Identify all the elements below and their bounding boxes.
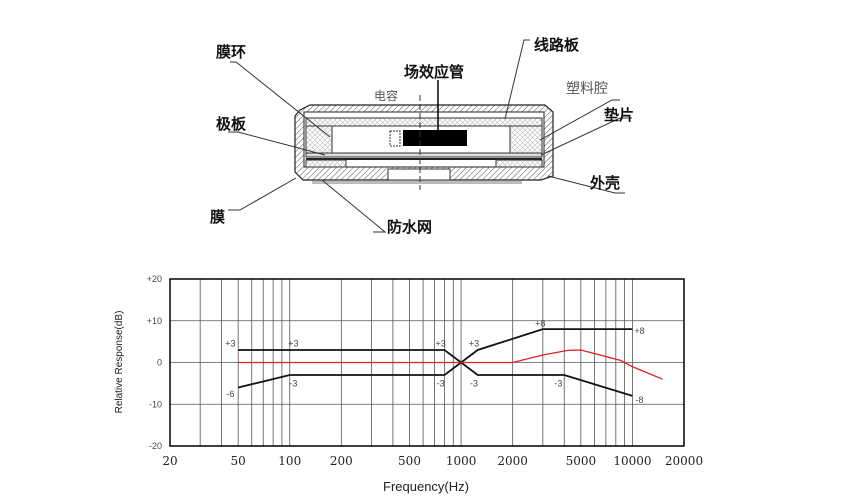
fet-shape (403, 130, 467, 146)
label-circuit-board: 线路板 (534, 36, 580, 54)
circuit-board-shape (305, 117, 543, 127)
membrane-shape (306, 158, 542, 160)
x-axis-label: Frequency(Hz) (383, 479, 469, 494)
waterproof-mesh-shape (312, 181, 522, 184)
y-tick-label: +10 (147, 316, 162, 326)
label-spacer: 垫片 (604, 106, 634, 124)
y-tick-label: 0 (157, 358, 162, 368)
label-fet: 场效应管 (404, 63, 464, 81)
y-axis-label: Relative Response(dB) (114, 311, 125, 414)
limit-annotation: +8 (535, 319, 545, 329)
y-tick-label: -10 (149, 399, 162, 409)
limit-annotation: +3 (225, 339, 235, 349)
limit-annotation: -8 (636, 395, 644, 405)
x-tick-label: 20000 (665, 454, 703, 468)
plot-frame (169, 278, 685, 447)
limit-annotation: +3 (436, 339, 446, 349)
x-tick-label: 100 (278, 454, 301, 468)
x-tick-label: 20 (162, 454, 177, 468)
label-housing: 外壳 (589, 174, 620, 192)
limit-annotation: +8 (634, 326, 644, 336)
x-tick-label: 1000 (446, 454, 477, 468)
label-membrane: 膜 (210, 208, 225, 226)
y-tick-label: +20 (147, 274, 162, 284)
label-membrane-ring: 膜环 (216, 43, 246, 61)
label-backplate: 极板 (216, 115, 247, 133)
limit-annotation: -3 (289, 378, 297, 388)
x-tick-label: 500 (398, 454, 421, 468)
limit-annotation: +3 (288, 339, 298, 349)
x-tick-label: 10000 (613, 454, 651, 468)
x-tick-label: 2000 (497, 454, 528, 468)
limit-annotation: -3 (554, 378, 562, 388)
x-tick-label: 200 (330, 454, 353, 468)
label-waterproof-mesh: 防水网 (387, 218, 432, 236)
plastic-cavity-right (509, 125, 543, 154)
limit-annotation: -6 (226, 389, 234, 399)
x-tick-label: 5000 (566, 454, 597, 468)
label-plastic-cavity: 塑料腔 (566, 81, 608, 97)
limit-annotation: -3 (470, 378, 478, 388)
limit-annotation: -3 (437, 378, 445, 388)
upper-limit-line (238, 328, 633, 364)
label-capacitor: 电容 (374, 88, 398, 103)
x-tick-label: 50 (231, 454, 246, 468)
typical-response-line (238, 349, 663, 380)
limit-annotation: +3 (469, 339, 479, 349)
y-tick-label: -20 (149, 441, 162, 451)
capacitor-shape (389, 130, 401, 147)
